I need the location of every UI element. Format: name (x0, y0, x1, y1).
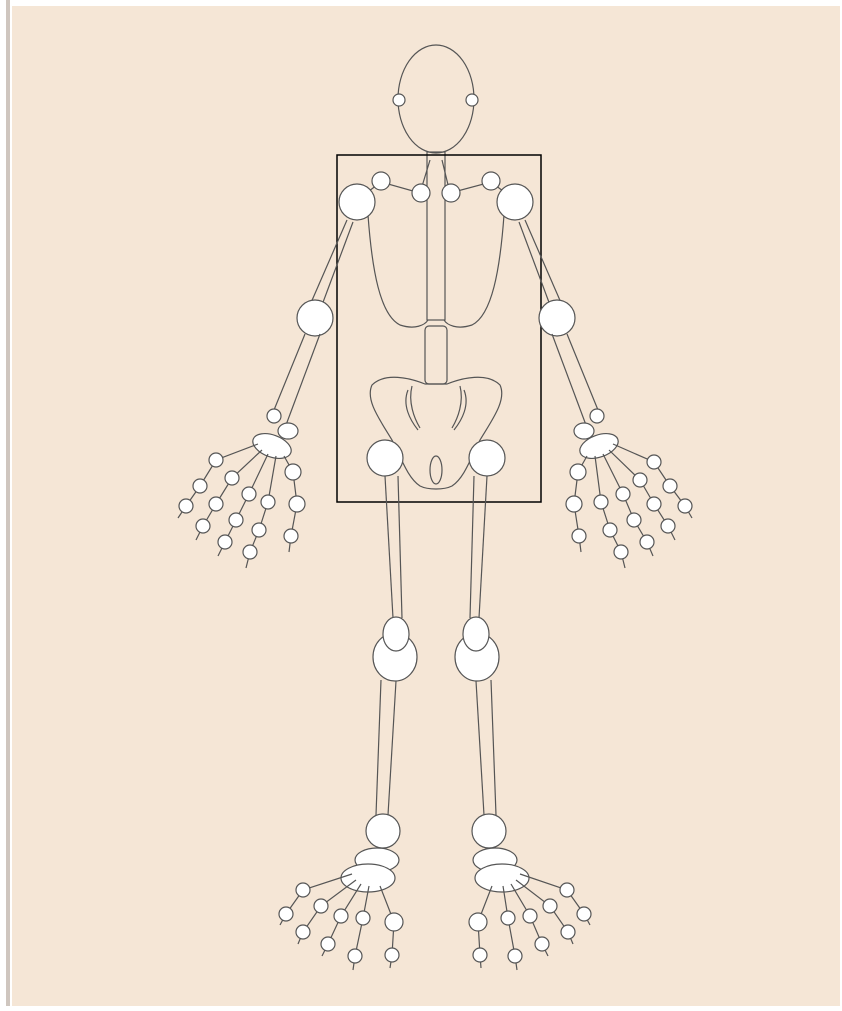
humerus-right (525, 220, 562, 305)
foot-right (469, 814, 591, 970)
forearm-left (274, 334, 305, 410)
femur-right (479, 476, 487, 618)
spine (427, 152, 445, 320)
wrist-left-joint[interactable] (267, 409, 281, 423)
neck-left-joint[interactable] (412, 184, 430, 202)
shoulder-right-joint[interactable] (497, 184, 533, 220)
clavicle-left-joint[interactable] (372, 172, 390, 190)
ribcage-left (368, 215, 428, 327)
fibula-left (388, 681, 396, 815)
sacrum (430, 456, 442, 484)
clavicle-right-joint[interactable] (482, 172, 500, 190)
ear-right-joint[interactable] (466, 94, 478, 106)
hand-left (178, 409, 305, 568)
femur-right-2 (470, 476, 474, 618)
neck-right-joint[interactable] (442, 184, 460, 202)
elbow-right-joint[interactable] (539, 300, 575, 336)
femur-left-2 (398, 476, 402, 618)
ribcage-right (444, 215, 504, 327)
forearm-left-2 (286, 334, 320, 425)
carpal-left-joint[interactable] (278, 423, 298, 439)
head (398, 45, 474, 153)
carpal-right-joint[interactable] (574, 423, 594, 439)
hip-left-joint[interactable] (367, 440, 403, 476)
elbow-left-joint[interactable] (297, 300, 333, 336)
ankle-left-joint[interactable] (366, 814, 400, 848)
shoulder-left-joint[interactable] (339, 184, 375, 220)
hand-right (566, 409, 692, 568)
foot-left (279, 814, 403, 970)
ankle-right-joint[interactable] (472, 814, 506, 848)
humerus-left (310, 220, 347, 305)
forearm-right-2 (552, 334, 586, 425)
forearm-right (567, 334, 598, 410)
femur-left (385, 476, 393, 618)
hip-right-joint[interactable] (469, 440, 505, 476)
tibia-right (491, 680, 496, 815)
ear-left-joint[interactable] (393, 94, 405, 106)
tibia-left (376, 680, 381, 815)
metatarsal-right-joint[interactable] (475, 864, 529, 892)
lumbar (425, 326, 447, 384)
humerus-right-2 (519, 222, 550, 305)
metatarsal-left-joint[interactable] (341, 864, 395, 892)
fibula-right (476, 681, 484, 815)
knee-right-joint[interactable] (455, 617, 499, 681)
wrist-right-joint[interactable] (590, 409, 604, 423)
knee-left-joint[interactable] (373, 617, 417, 681)
bottom-edge (6, 1006, 842, 1011)
